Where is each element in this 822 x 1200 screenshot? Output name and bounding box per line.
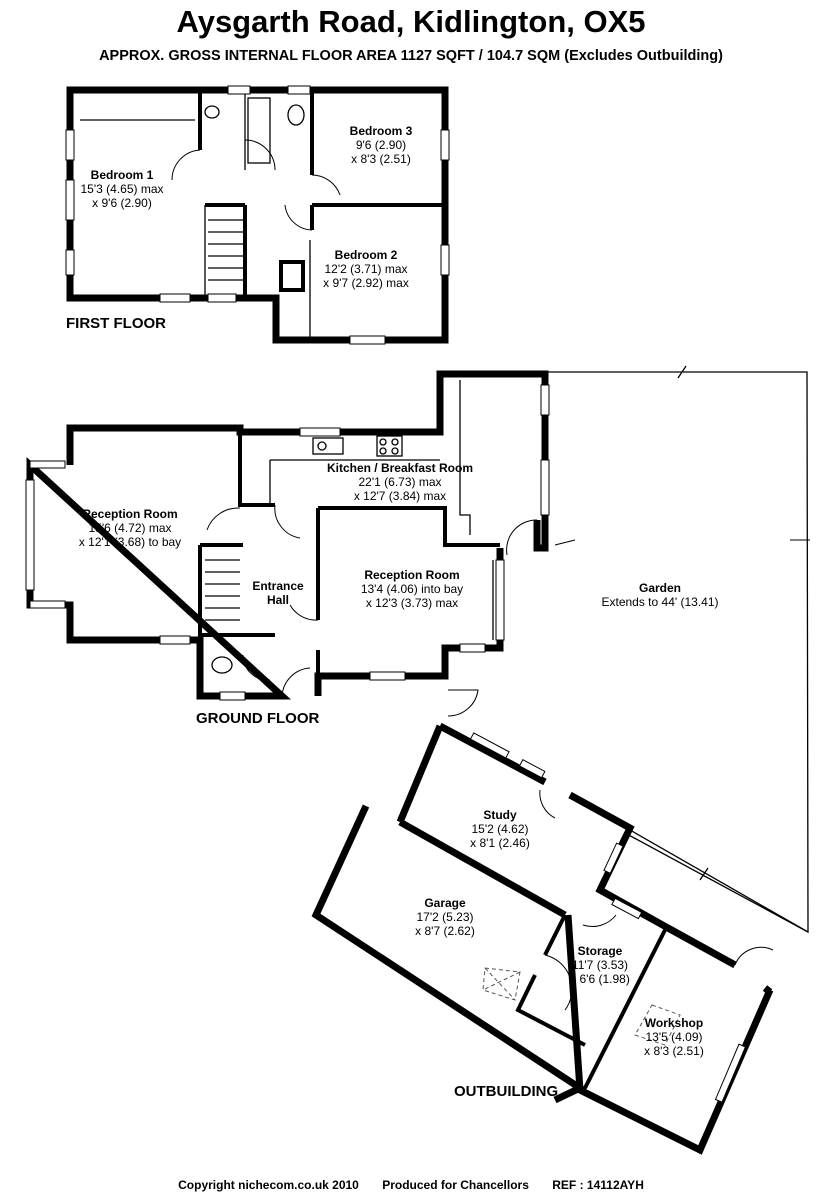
room-dim-reception2: 13'4 (4.06) into bay bbox=[361, 582, 463, 596]
room-dim-bedroom2: 12'2 (3.71) max bbox=[325, 262, 408, 276]
room-name-hall: Entrance bbox=[252, 579, 304, 593]
window bbox=[540, 384, 550, 416]
room-dim-bedroom1: 15'3 (4.65) max bbox=[81, 182, 164, 196]
window bbox=[29, 600, 66, 609]
window bbox=[219, 691, 246, 701]
room-dim-workshop: x 8'3 (2.51) bbox=[644, 1044, 704, 1058]
window bbox=[159, 635, 191, 645]
room-dim-reception1: x 12'1 (3.68) to bay bbox=[79, 535, 181, 549]
room-dim-kitchen: 22'1 (6.73) max bbox=[359, 475, 442, 489]
ground-floor-plan: Reception Room 15'6 (4.72) max x 12'1 (3… bbox=[25, 370, 810, 727]
window bbox=[611, 897, 643, 920]
window bbox=[440, 244, 450, 276]
window bbox=[469, 732, 510, 759]
room-dim-bedroom3: 9'6 (2.90) bbox=[356, 138, 406, 152]
window bbox=[207, 293, 237, 303]
toilet-icon bbox=[211, 656, 233, 674]
floor-label-ground: GROUND FLOOR bbox=[196, 710, 319, 727]
window bbox=[65, 249, 75, 276]
room-dim-storage: x 6'6 (1.98) bbox=[570, 972, 630, 986]
room-name-garden: Garden bbox=[639, 581, 681, 595]
first-floor-plan: Bedroom 1 15'3 (4.65) max x 9'6 (2.90) B… bbox=[65, 85, 450, 345]
floor-label-first: FIRST FLOOR bbox=[66, 315, 166, 332]
room-dim-kitchen: x 12'7 (3.84) max bbox=[354, 489, 446, 503]
floor-area-subtitle: APPROX. GROSS INTERNAL FLOOR AREA 1127 S… bbox=[99, 48, 723, 64]
window bbox=[65, 179, 75, 221]
room-name-bedroom2: Bedroom 2 bbox=[335, 248, 398, 262]
window bbox=[65, 129, 75, 161]
room-name-kitchen: Kitchen / Breakfast Room bbox=[327, 461, 473, 475]
window bbox=[603, 842, 624, 874]
window bbox=[518, 759, 546, 779]
window bbox=[495, 559, 505, 641]
window bbox=[459, 643, 486, 653]
room-name-hall: Hall bbox=[267, 593, 289, 607]
sink-icon bbox=[312, 437, 344, 455]
copyright-text: Copyright nichecom.co.uk 2010 bbox=[178, 1178, 359, 1192]
room-dim-bedroom3: x 8'3 (2.51) bbox=[351, 152, 411, 166]
room-dim-garden: Extends to 44' (13.41) bbox=[601, 595, 718, 609]
bay-window bbox=[25, 479, 35, 591]
staircase-icon bbox=[208, 219, 243, 281]
room-dim-bedroom2: x 9'7 (2.92) max bbox=[323, 276, 409, 290]
roof-hatch-icon bbox=[634, 1004, 681, 1046]
window bbox=[159, 293, 191, 303]
window bbox=[349, 335, 386, 345]
window bbox=[299, 427, 341, 437]
roof-hatch-icon bbox=[482, 967, 521, 1001]
window bbox=[29, 460, 66, 469]
window bbox=[369, 671, 406, 681]
produced-for-text: Produced for Chancellors bbox=[382, 1178, 529, 1192]
outbuilding-plan: Study 15'2 (4.62) x 8'1 (2.46) Garage 17… bbox=[311, 722, 809, 1155]
bath-icon bbox=[247, 97, 271, 164]
room-dim-reception2: x 12'3 (3.73) max bbox=[366, 596, 458, 610]
room-name-garage: Garage bbox=[424, 896, 466, 910]
room-dim-garage: 17'2 (5.23) bbox=[417, 910, 474, 924]
hob-icon bbox=[376, 435, 403, 457]
window bbox=[714, 1043, 747, 1103]
room-dim-storage: 11'7 (3.53) bbox=[572, 958, 628, 972]
footer: Copyright nichecom.co.uk 2010 Produced f… bbox=[0, 1178, 822, 1192]
room-dim-workshop: 13'5 (4.09) bbox=[646, 1030, 703, 1044]
room-name-workshop: Workshop bbox=[645, 1016, 703, 1030]
room-dim-garage: x 8'7 (2.62) bbox=[415, 924, 475, 938]
room-dim-study: x 8'1 (2.46) bbox=[470, 836, 530, 850]
room-name-storage: Storage bbox=[578, 944, 623, 958]
room-dim-study: 15'2 (4.62) bbox=[472, 822, 529, 836]
room-dim-bedroom1: x 9'6 (2.90) bbox=[92, 196, 152, 210]
room-name-bedroom1: Bedroom 1 bbox=[91, 168, 154, 182]
room-name-bedroom3: Bedroom 3 bbox=[350, 124, 413, 138]
plan-title: Aysgarth Road, Kidlington, OX5 bbox=[176, 4, 646, 39]
garden-area: Garden Extends to 44' (13.41) bbox=[545, 365, 809, 934]
basin-icon bbox=[204, 105, 220, 119]
room-name-reception2: Reception Room bbox=[364, 568, 459, 582]
reference-text: REF : 14112AYH bbox=[552, 1178, 644, 1192]
floor-label-outbuilding: OUTBUILDING bbox=[454, 1083, 558, 1100]
staircase-icon bbox=[205, 559, 240, 621]
window bbox=[227, 85, 251, 95]
toilet-icon bbox=[287, 104, 305, 126]
window bbox=[440, 129, 450, 161]
room-name-reception1: Reception Room bbox=[82, 507, 177, 521]
room-dim-reception1: 15'6 (4.72) max bbox=[89, 521, 172, 535]
window bbox=[540, 459, 550, 516]
window bbox=[287, 85, 311, 95]
room-name-study: Study bbox=[483, 808, 517, 822]
